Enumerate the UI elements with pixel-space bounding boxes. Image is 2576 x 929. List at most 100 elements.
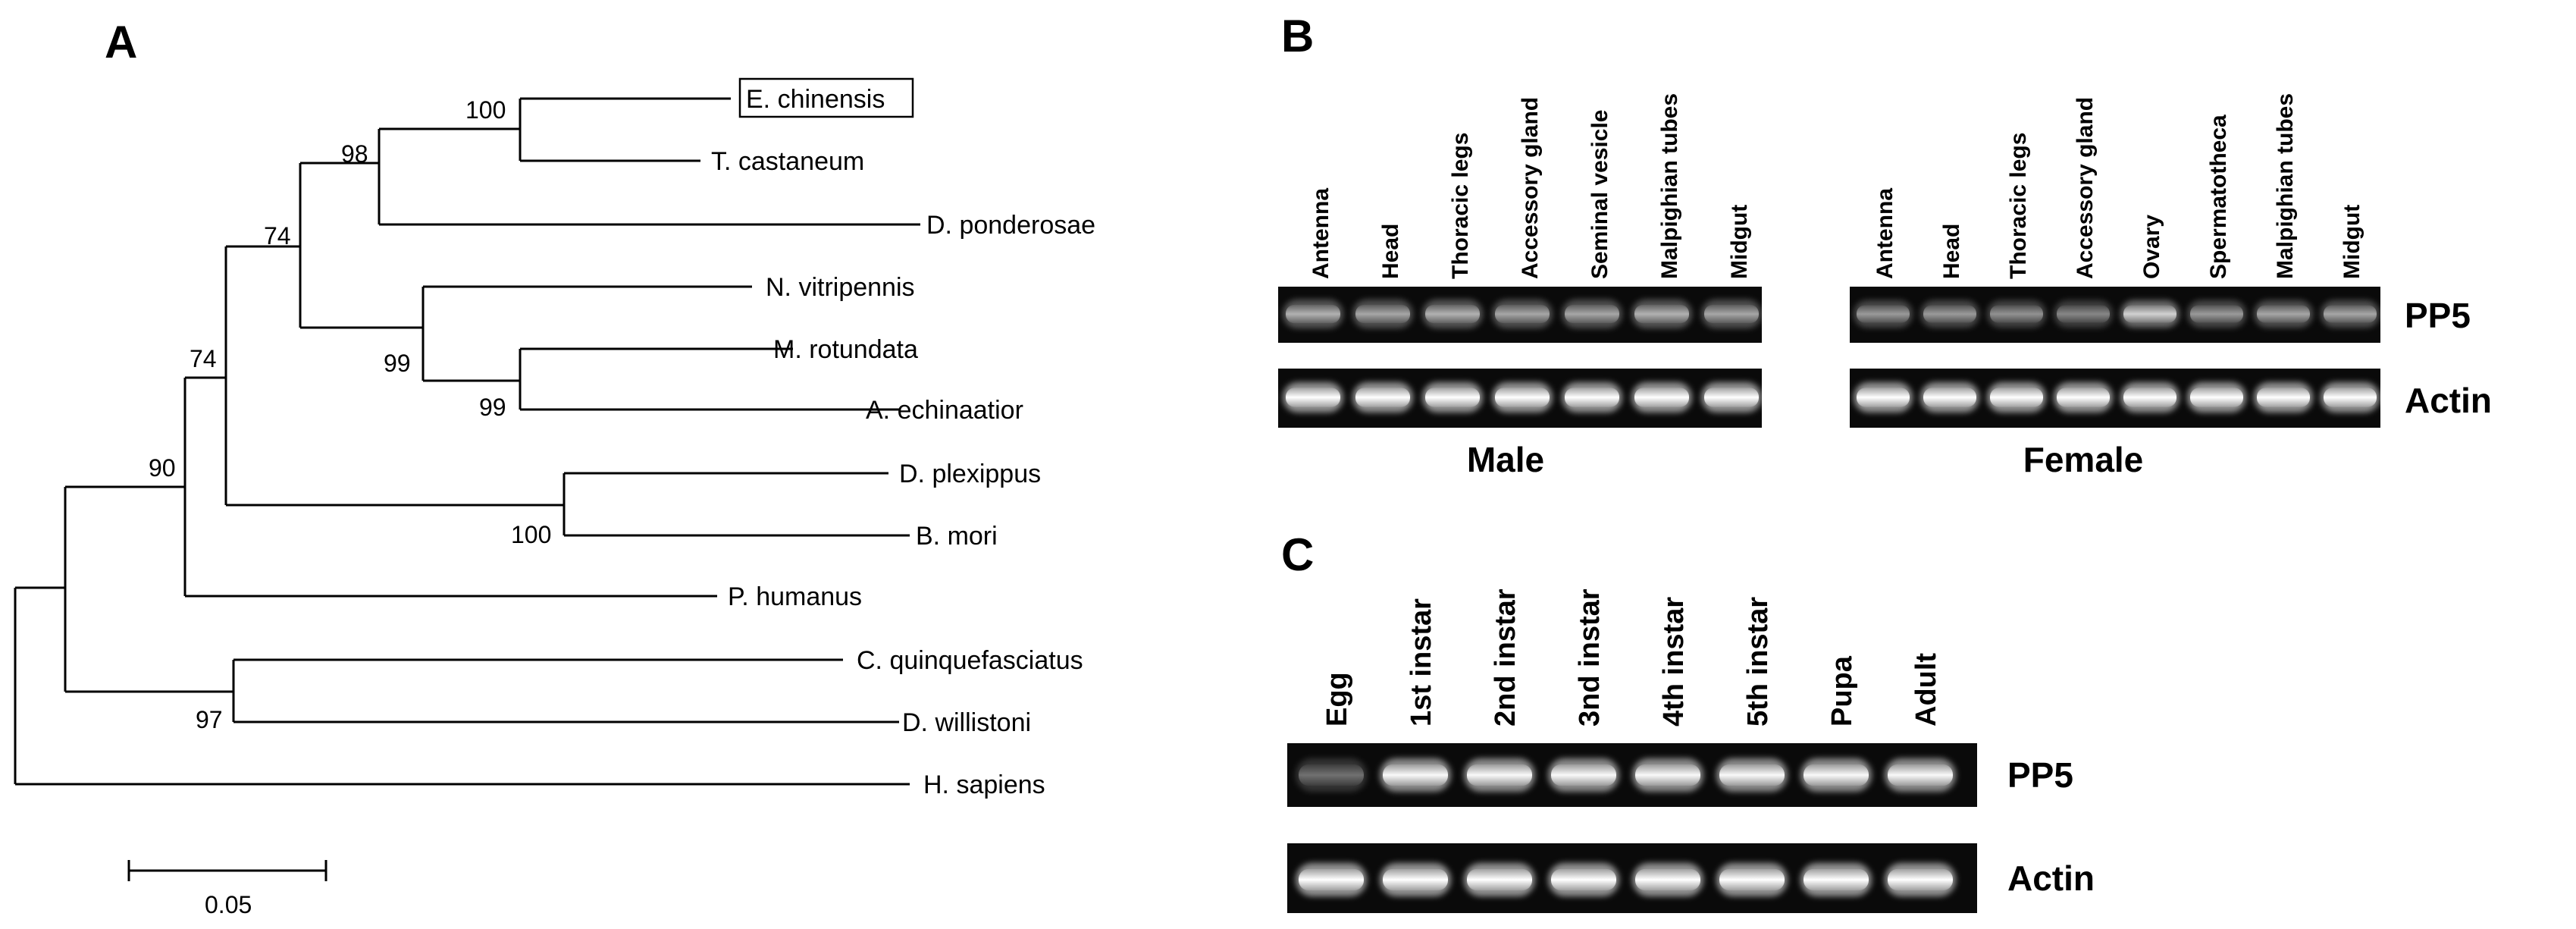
bootstrap-value: 97 — [196, 706, 223, 733]
pp5-band — [1990, 305, 2043, 323]
pp5-band — [1719, 764, 1785, 786]
scale-bar — [127, 860, 327, 881]
pp5-band — [1286, 304, 1340, 324]
lane-label: Pupa — [1826, 655, 1858, 727]
lane-label: Accessory gland — [1518, 97, 1543, 279]
lane-label: Antenna — [1872, 188, 1898, 279]
actin-band — [1467, 868, 1532, 891]
lane-label: Spermatotheca — [2206, 115, 2231, 279]
pp5-band — [1635, 764, 1700, 786]
panel-a-label: A — [105, 17, 137, 67]
lane-label: Thoracic legs — [1448, 133, 1473, 279]
gene-label-actin: Actin — [2405, 381, 2492, 420]
lane-label: Accessory gland — [2073, 97, 2098, 279]
pp5-band — [1495, 304, 1550, 324]
gene-label-pp5: PP5 — [2405, 296, 2471, 335]
bootstrap-value: 74 — [190, 345, 217, 372]
female-label: Female — [2023, 440, 2144, 479]
actin-band — [1299, 868, 1364, 891]
pp5-band — [1565, 304, 1619, 324]
taxon-label: D. plexippus — [899, 460, 1041, 488]
actin-band — [1355, 388, 1410, 407]
pp5-band — [1383, 764, 1448, 786]
actin-band — [1923, 388, 1976, 407]
bootstrap-value: 74 — [264, 222, 291, 250]
lane-label: Antenna — [1308, 188, 1333, 279]
actin-band — [2257, 388, 2310, 407]
pp5-band — [1355, 304, 1410, 324]
actin-band — [1286, 388, 1340, 407]
actin-band — [2057, 388, 2110, 407]
bootstrap-value: 90 — [149, 454, 176, 482]
lane-label: 3nd instar — [1574, 588, 1606, 727]
pp5-band — [2190, 305, 2243, 323]
actin-band — [2123, 388, 2176, 407]
lane-label: Head — [1378, 224, 1403, 279]
pp5-band — [2324, 305, 2377, 323]
phylogenetic-tree — [14, 97, 920, 786]
taxon-label: N. vitripennis — [766, 273, 915, 302]
bootstrap-value: 100 — [465, 96, 506, 124]
pp5-band — [2057, 305, 2110, 323]
pp5-band — [1551, 764, 1616, 786]
actin-band — [1990, 388, 2043, 407]
pp5-band — [1704, 304, 1759, 324]
actin-band — [1425, 388, 1480, 407]
lane-label: Head — [1939, 224, 1964, 279]
male-lane-labels: Antenna Head Thoracic legs Accessory gland S… — [1308, 93, 1752, 279]
actin-band — [1804, 868, 1869, 891]
taxon-label: T. castaneum — [711, 147, 864, 176]
lane-label: Malpighian tubes — [2273, 93, 2298, 279]
lane-label: 2nd instar — [1490, 588, 1521, 727]
taxon-label: D. ponderosae — [926, 211, 1095, 240]
male-label: Male — [1467, 440, 1544, 479]
pp5-band — [1857, 305, 1910, 323]
pp5-band — [2257, 305, 2310, 323]
lane-label: 4th instar — [1658, 597, 1690, 727]
taxon-label: B. mori — [916, 522, 998, 551]
panel-b-label: B — [1281, 11, 1314, 61]
panel-b-bands — [1283, 300, 2380, 413]
taxon-label: M. rotundata — [773, 335, 918, 364]
actin-band — [1634, 388, 1689, 407]
actin-band — [2190, 388, 2243, 407]
lane-label: Egg — [1321, 672, 1353, 727]
gene-label-actin-c: Actin — [2007, 858, 2095, 898]
actin-band — [1719, 868, 1785, 891]
pp5-band — [1425, 304, 1480, 324]
actin-band — [1383, 868, 1448, 891]
taxon-label: H. sapiens — [923, 771, 1045, 799]
lane-label: Thoracic legs — [2006, 133, 2031, 279]
actin-band — [1857, 388, 1910, 407]
pp5-band — [1467, 764, 1532, 786]
actin-band — [1635, 868, 1700, 891]
lane-label: Midgut — [1727, 205, 1752, 279]
bootstrap-value: 99 — [384, 350, 411, 377]
taxon-label: C. quinquefasciatus — [857, 646, 1083, 675]
lane-label: Ovary — [2139, 215, 2164, 279]
pp5-band — [1299, 764, 1364, 786]
panel-c-bands — [1296, 758, 1956, 896]
taxon-label: A. echinaatior — [866, 396, 1023, 425]
actin-band — [1495, 388, 1550, 407]
actin-band — [1551, 868, 1616, 891]
gene-label-pp5-c: PP5 — [2007, 755, 2073, 795]
lane-label: 1st instar — [1406, 598, 1437, 727]
pp5-band — [1804, 764, 1869, 786]
lane-label: Seminal vesicle — [1587, 110, 1612, 279]
panel-c-label: C — [1281, 529, 1314, 580]
taxon-label: P. humanus — [728, 582, 862, 611]
lane-label: 5th instar — [1742, 597, 1774, 727]
lane-label: Malpighian tubes — [1657, 93, 1682, 279]
lane-label: Adult — [1910, 653, 1942, 727]
scale-bar-label: 0.05 — [205, 891, 252, 918]
pp5-band — [1923, 305, 1976, 323]
actin-band — [1565, 388, 1619, 407]
pp5-band — [2123, 305, 2176, 323]
actin-band — [1704, 388, 1759, 407]
actin-band — [1888, 868, 1953, 891]
stage-lane-labels: Egg 1st instar 2nd instar 3nd instar 4th ins… — [1321, 588, 1942, 727]
pp5-band — [1888, 764, 1953, 786]
